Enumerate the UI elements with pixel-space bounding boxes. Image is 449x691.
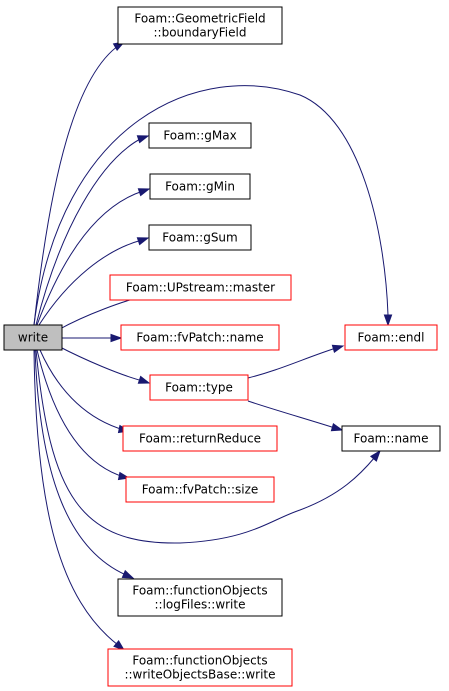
node-box — [148, 224, 252, 251]
edge-type-to-name — [247, 400, 344, 432]
edge-write-to-gSum — [38, 237, 150, 326]
node-box — [117, 578, 283, 617]
edge-line — [33, 349, 119, 646]
arrow-head — [369, 449, 381, 462]
edge-line — [57, 345, 144, 382]
arrow-head — [113, 639, 126, 651]
node-logFilesWrite[interactable]: Foam::functionObjects::logFiles::write — [117, 578, 283, 617]
edge-write-to-writeObjectsBaseWrite — [33, 349, 126, 651]
node-box — [344, 324, 438, 351]
node-box — [117, 6, 283, 45]
edge-line — [39, 349, 125, 431]
edge-write-to-returnReduce — [39, 349, 131, 434]
node-returnReduce[interactable]: Foam::returnReduce — [122, 425, 278, 452]
node-label: Foam::fvPatch::name — [136, 331, 263, 345]
node-label: Foam::gSum — [162, 231, 237, 245]
edge-line — [247, 400, 336, 429]
node-box — [149, 173, 251, 200]
edge-write-to-logFilesWrite — [34, 349, 135, 579]
edge-write-to-fvPatchName — [61, 333, 123, 343]
edge-line — [35, 137, 143, 326]
node-label: Foam::functionObjects — [132, 584, 267, 598]
edge-write-to-endl — [33, 85, 393, 327]
node-type[interactable]: Foam::type — [149, 374, 249, 401]
node-box — [3, 324, 63, 351]
edge-write-to-size — [36, 349, 131, 481]
node-label: write — [18, 331, 48, 345]
edge-write-to-name — [35, 349, 381, 544]
node-label: Foam::gMax — [163, 129, 236, 143]
node-box — [122, 425, 278, 452]
node-label: Foam::fvPatch::size — [142, 483, 259, 497]
node-label: Foam::returnReduce — [139, 432, 261, 446]
node-label: Foam::gMin — [165, 180, 235, 194]
node-box — [107, 648, 293, 687]
node-endl[interactable]: Foam::endl — [344, 324, 438, 351]
node-box — [341, 425, 441, 452]
edge-line — [36, 349, 125, 478]
node-name[interactable]: Foam::name — [341, 425, 441, 452]
edge-write-to-type — [57, 345, 151, 384]
arrow-head — [383, 314, 393, 327]
node-gSum[interactable]: Foam::gSum — [148, 224, 252, 251]
node-label: ::boundaryField — [154, 26, 247, 40]
edge-write-to-gMin — [36, 188, 151, 326]
arrow-head — [331, 344, 345, 354]
edge-line — [38, 239, 143, 326]
node-label: Foam::endl — [358, 331, 425, 345]
node-label: ::writeObjectsBase::write — [124, 668, 275, 682]
node-gMin[interactable]: Foam::gMin — [149, 173, 251, 200]
edge-line — [36, 190, 144, 326]
node-writeObjectsBaseWrite[interactable]: Foam::functionObjects::writeObjectsBase:… — [107, 648, 293, 687]
arrow-head — [330, 422, 344, 432]
node-box — [109, 274, 292, 301]
node-write: write — [3, 324, 63, 351]
node-size[interactable]: Foam::fvPatch::size — [125, 476, 275, 503]
arrow-head — [121, 569, 135, 579]
node-master[interactable]: Foam::UPstream::master — [109, 274, 292, 301]
edge-line — [33, 41, 125, 326]
arrow-head — [137, 375, 151, 384]
arrow-head — [136, 237, 150, 246]
edge-type-to-endl — [247, 344, 345, 379]
node-box — [120, 324, 280, 351]
edge-line — [34, 349, 127, 576]
node-label: Foam::functionObjects — [132, 654, 267, 668]
node-box — [125, 476, 275, 503]
arrow-head — [110, 333, 123, 343]
node-gMax[interactable]: Foam::gMax — [148, 122, 252, 149]
edge-write-to-gMax — [35, 135, 150, 326]
edge-line — [35, 349, 376, 544]
node-label: Foam::type — [165, 381, 233, 395]
node-label: ::logFiles::write — [155, 598, 246, 612]
node-fvPatchName[interactable]: Foam::fvPatch::name — [120, 324, 280, 351]
node-label: Foam::UPstream::master — [126, 281, 275, 295]
arrow-head — [137, 188, 151, 197]
edge-line — [247, 347, 337, 379]
node-label: Foam::name — [354, 432, 429, 446]
node-box — [149, 374, 249, 401]
arrow-head — [136, 135, 150, 144]
edge-line — [33, 85, 389, 326]
node-label: Foam::GeometricField — [134, 12, 265, 26]
node-box — [148, 122, 252, 149]
node-boundaryField[interactable]: Foam::GeometricField::boundaryField — [117, 6, 283, 45]
